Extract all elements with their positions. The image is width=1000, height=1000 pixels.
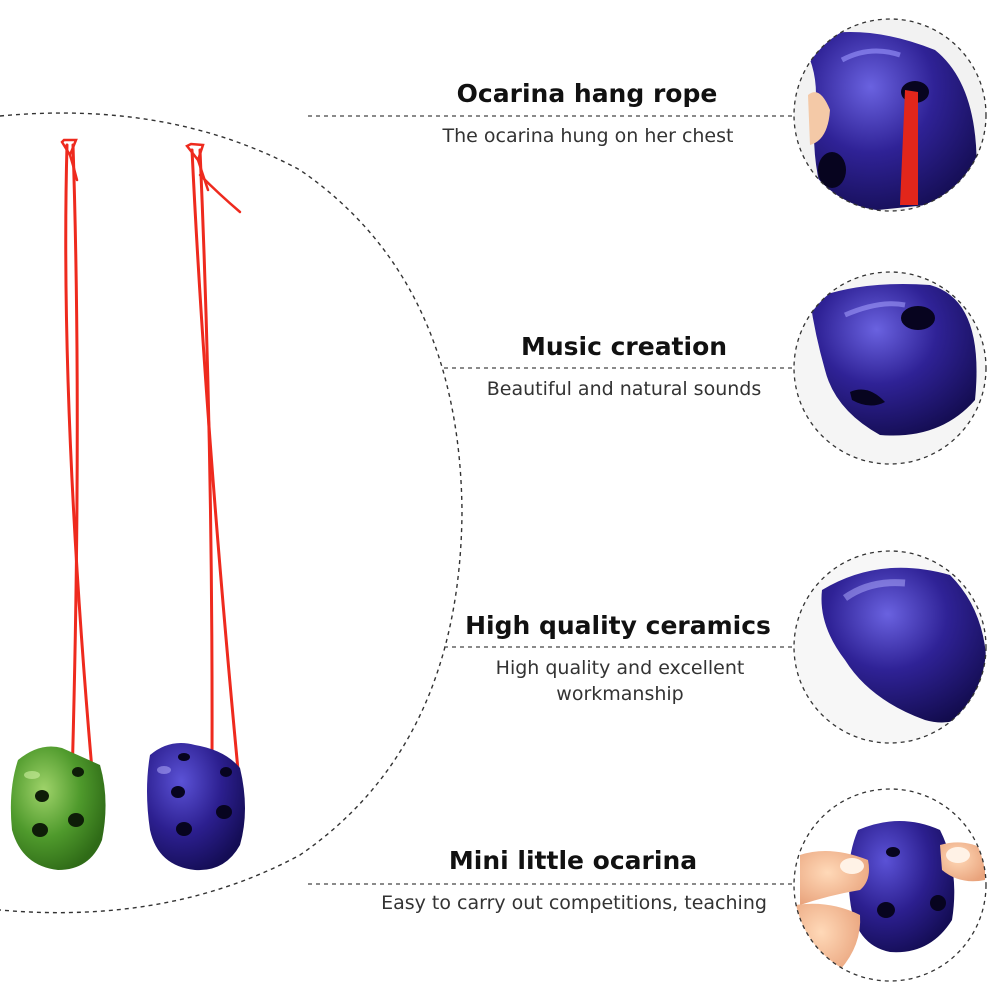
- feature-description-line: The ocarina hung on her chest: [442, 125, 734, 147]
- blue-ocarina-icon: [147, 742, 245, 871]
- circle-frame-2: [793, 271, 987, 465]
- rope-closeup-icon: [794, 19, 986, 211]
- big-dashed-arc: [0, 112, 463, 914]
- feature-title-2: Music creation: [520, 332, 728, 361]
- feature-title-4: Mini little ocarina: [448, 846, 698, 875]
- circle-frame-1: [793, 18, 987, 212]
- feature-description-line: Beautiful and natural sounds: [486, 378, 762, 400]
- circle-frame-4: [793, 788, 987, 982]
- feature-description-1: The ocarina hung on her chest: [443, 123, 734, 149]
- feature-description-line: workmanship: [556, 683, 684, 705]
- rope-icon: [60, 138, 242, 782]
- hole-closeup-icon: [794, 272, 986, 464]
- feature-description-4: Easy to carry out competitions, teaching: [381, 890, 767, 916]
- feature-description-line: Easy to carry out competitions, teaching: [381, 892, 767, 914]
- feature-description-3: High quality and excellent workmanship: [496, 655, 745, 707]
- circle-frame-3: [793, 550, 987, 744]
- glaze-closeup-icon: [794, 551, 986, 743]
- hand-holding-icon: [794, 789, 986, 981]
- feature-description-2: Beautiful and natural sounds: [487, 376, 762, 402]
- feature-description-line: High quality and excellent: [495, 657, 745, 679]
- green-ocarina-icon: [10, 746, 106, 870]
- feature-title-3: High quality ceramics: [465, 611, 771, 640]
- feature-title-1: Ocarina hang rope: [456, 79, 718, 108]
